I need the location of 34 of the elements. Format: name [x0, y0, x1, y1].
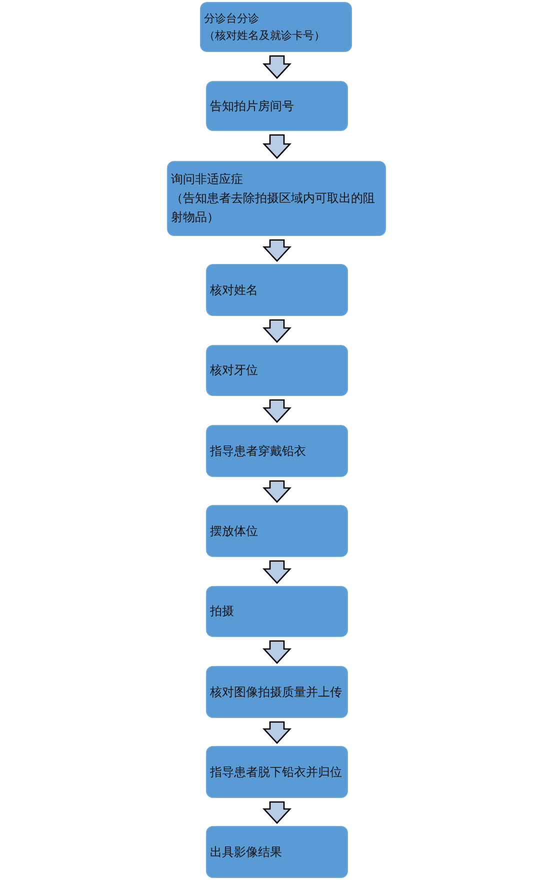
step-label: 拍摄 [210, 603, 235, 620]
block-arrow [262, 480, 292, 503]
step-label: 核对牙位 [210, 362, 259, 379]
block-arrow [262, 319, 292, 343]
process-box [200, 2, 352, 52]
step-label: 指导患者脱下铅衣并归位 [210, 764, 343, 780]
step-label: 告知拍片房间号 [210, 98, 295, 114]
process-box [206, 826, 348, 878]
process-box [206, 746, 348, 798]
block-arrow [262, 55, 292, 79]
step-note: （核对姓名及就诊卡号） [204, 28, 326, 44]
step-label: 核对图像拍摄质量并上传 [210, 684, 343, 700]
block-arrow [262, 560, 292, 584]
step-label: 摆放体位 [210, 522, 259, 540]
process-box [206, 264, 348, 316]
step-label: 询问非适应症 [171, 171, 244, 188]
step-label: 核对姓名 [210, 282, 259, 298]
step-label: 分诊台分诊 [204, 11, 260, 27]
process-box [206, 505, 348, 557]
block-arrow [262, 399, 292, 423]
block-arrow [262, 640, 292, 664]
process-box [206, 666, 348, 718]
block-arrow [262, 721, 292, 744]
process-box [206, 586, 348, 637]
step-label: 出具影像结果 [210, 844, 283, 860]
process-box [167, 161, 386, 236]
process-box [206, 425, 348, 477]
step-note: （告知患者去除拍摄区域内可取出的阻射物品） [171, 190, 376, 226]
block-arrow [262, 801, 292, 824]
process-box [206, 81, 348, 131]
block-arrow [262, 239, 292, 262]
process-box [206, 345, 348, 396]
block-arrow [262, 134, 292, 159]
step-label: 指导患者穿戴铅衣 [210, 442, 307, 460]
